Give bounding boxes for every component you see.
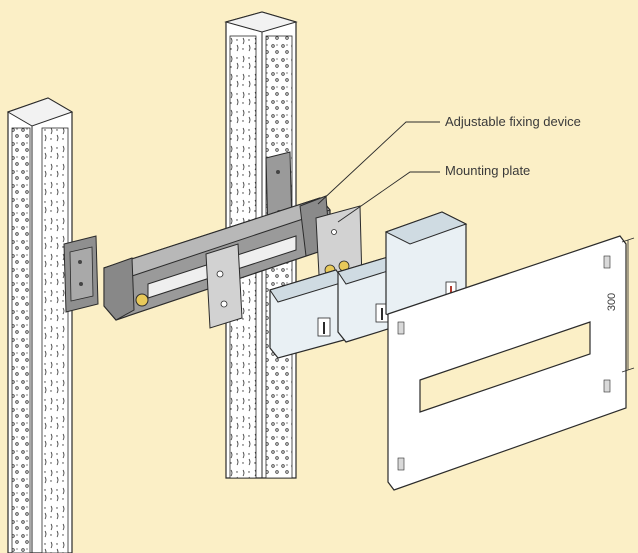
leader-line-fixing-device [317, 121, 440, 205]
dimension-label: 300 [606, 292, 618, 312]
leader-line-mounting-plate [337, 171, 440, 223]
label-adjustable-fixing-device: Adjustable fixing device [445, 114, 581, 129]
circuit-breaker-1 [269, 269, 345, 359]
upright-left [6, 97, 74, 553]
label-mounting-plate: Mounting plate [445, 163, 531, 178]
left-bracket [63, 235, 99, 313]
mounting-plate-left [205, 243, 243, 329]
dimension-line [621, 237, 635, 373]
front-panel [387, 235, 627, 491]
